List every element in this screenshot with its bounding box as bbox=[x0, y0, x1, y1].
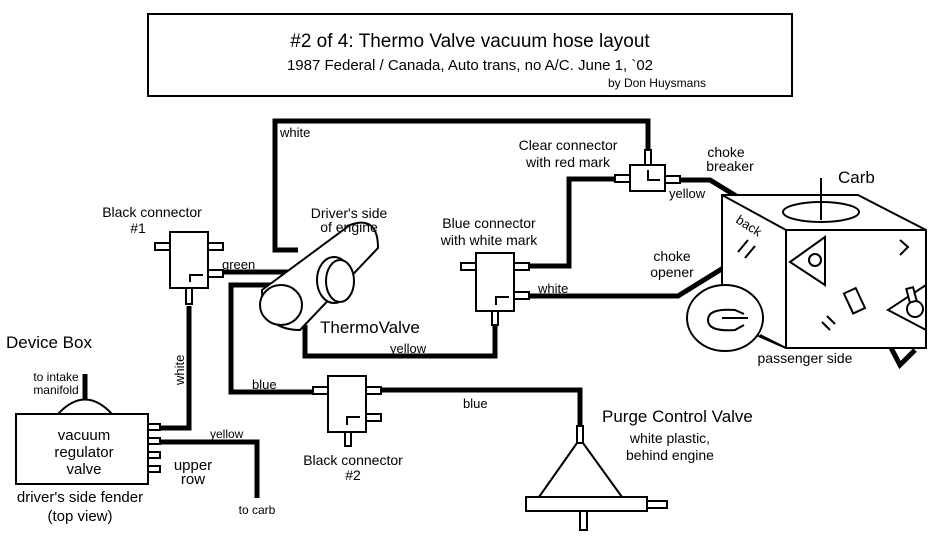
hose-label-blue-left: blue bbox=[252, 377, 277, 392]
choke-opener-label-2: opener bbox=[650, 264, 694, 280]
purge-valve-sub-1: white plastic, bbox=[629, 430, 710, 446]
carburetor[interactable] bbox=[686, 178, 927, 352]
valve-label-2: regulator bbox=[54, 444, 113, 461]
vacuum-regulator-valve[interactable] bbox=[15, 398, 161, 485]
carb-label: Carb bbox=[838, 168, 875, 187]
hose-blue-left bbox=[228, 282, 313, 395]
to-carb-label: to carb bbox=[239, 503, 276, 517]
blue-connector-label: Blue connector bbox=[442, 215, 536, 231]
title-box: #2 of 4: Thermo Valve vacuum hose layout… bbox=[147, 13, 793, 97]
blue-connector[interactable] bbox=[460, 252, 530, 326]
hose-label-white-choke: white bbox=[537, 281, 568, 296]
purge-valve-label: Purge Control Valve bbox=[602, 407, 753, 426]
black-connector-1[interactable] bbox=[154, 231, 224, 305]
hose-yellow-thermo bbox=[302, 325, 498, 359]
hose-label-white-vertical: white bbox=[172, 355, 187, 386]
intake-label-2: manifold bbox=[33, 383, 78, 397]
choke-breaker-label: choke bbox=[707, 144, 745, 160]
black-connector-2[interactable] bbox=[312, 375, 382, 447]
black-connector-2-number: #2 bbox=[345, 467, 361, 483]
hose-white-vertical bbox=[160, 306, 192, 431]
thermo-valve[interactable] bbox=[259, 221, 380, 332]
diagram-author: by Don Huysmans bbox=[608, 76, 706, 90]
valve-label-3: valve bbox=[66, 461, 101, 478]
device-box-heading: Device Box bbox=[6, 333, 92, 352]
upper-row-label: upper bbox=[174, 457, 212, 474]
hose-yellow-carb bbox=[160, 439, 260, 498]
black-connector-1-label: Black connector bbox=[102, 204, 202, 220]
black-connector-2-label: Black connector bbox=[303, 452, 403, 468]
fender-caption: driver's side fender bbox=[17, 489, 143, 506]
hose-white-choke bbox=[530, 259, 735, 299]
purge-valve-sub-2: behind engine bbox=[626, 447, 714, 463]
hose-white-top bbox=[272, 118, 651, 253]
blue-connector-label-2: with white mark bbox=[440, 232, 538, 248]
hose-clear-to-blue bbox=[530, 176, 614, 269]
clear-connector[interactable] bbox=[614, 149, 681, 192]
top-view-caption: (top view) bbox=[47, 508, 112, 525]
hoses bbox=[82, 118, 917, 498]
clear-connector-label-2: with red mark bbox=[525, 154, 611, 170]
diagram-subtitle: 1987 Federal / Canada, Auto trans, no A/… bbox=[287, 57, 653, 74]
hose-blue-right bbox=[380, 387, 583, 426]
black-connector-1-number: #1 bbox=[130, 220, 146, 236]
diagram-title: #2 of 4: Thermo Valve vacuum hose layout bbox=[290, 31, 650, 52]
hose-label-yellow-breaker: yellow bbox=[669, 186, 706, 201]
hose-label-green: green bbox=[222, 257, 255, 272]
valve-label-1: vacuum bbox=[58, 427, 111, 444]
upper-row-label-2: row bbox=[181, 471, 205, 488]
choke-opener-label: choke bbox=[653, 248, 691, 264]
hose-label-yellow-thermo: yellow bbox=[390, 341, 427, 356]
purge-control-valve[interactable] bbox=[525, 425, 668, 531]
passenger-side-label: passenger side bbox=[758, 350, 853, 366]
choke-breaker-label-2: breaker bbox=[706, 158, 754, 174]
intake-label: to intake bbox=[33, 370, 79, 384]
hose-label-white-top: white bbox=[279, 125, 310, 140]
engine-side-label-2: of engine bbox=[320, 219, 378, 235]
hose-label-yellow-carb: yellow bbox=[210, 427, 244, 441]
hose-label-blue-right: blue bbox=[463, 396, 488, 411]
thermo-valve-label: ThermoValve bbox=[320, 318, 420, 337]
engine-side-label: Driver's side bbox=[311, 205, 388, 221]
clear-connector-label: Clear connector bbox=[519, 137, 618, 153]
